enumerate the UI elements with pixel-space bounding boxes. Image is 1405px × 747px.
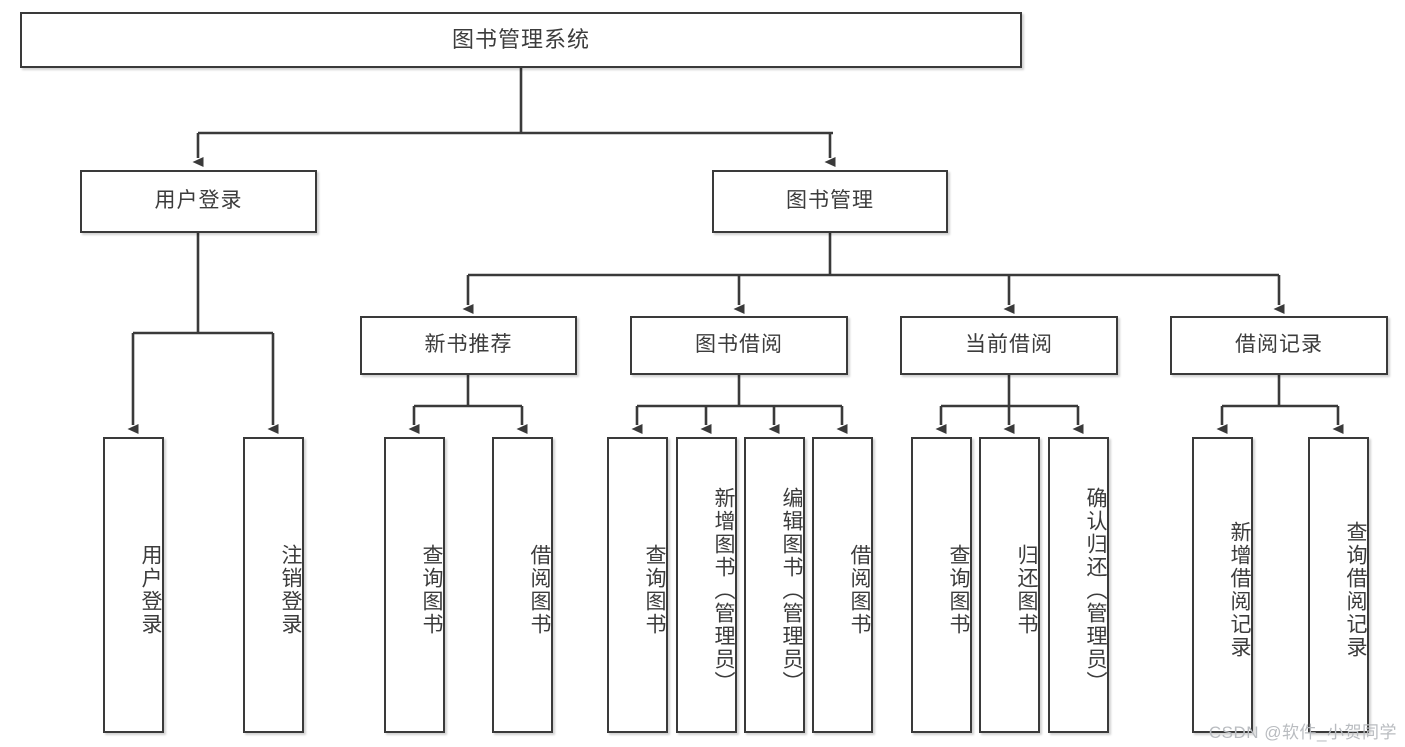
node-borrow-record-label: 借阅记录 bbox=[1235, 333, 1323, 357]
node-user-login[interactable]: 用户登录 bbox=[80, 170, 317, 233]
leaf-bb-borrow-book[interactable]: 借阅图书 bbox=[812, 437, 873, 733]
leaf-bb-add-book-label: 新增图书（管理员） bbox=[712, 486, 735, 694]
csdn-watermark: CSDN @软件_小贺同学 bbox=[1208, 723, 1397, 742]
node-current-borrow[interactable]: 当前借阅 bbox=[900, 316, 1118, 375]
leaf-cb-query-book[interactable]: 查询图书 bbox=[911, 437, 972, 733]
leaf-bb-query-book[interactable]: 查询图书 bbox=[607, 437, 668, 733]
leaf-br-add-record[interactable]: 新增借阅记录 bbox=[1192, 437, 1253, 733]
leaf-bb-query-book-label: 查询图书 bbox=[643, 544, 666, 636]
node-new-book-recommend[interactable]: 新书推荐 bbox=[360, 316, 577, 375]
leaf-cb-confirm-return[interactable]: 确认归还（管理员） bbox=[1048, 437, 1109, 733]
node-book-borrow-label: 图书借阅 bbox=[695, 333, 783, 357]
leaf-user-login[interactable]: 用户登录 bbox=[103, 437, 164, 733]
leaf-br-query-record[interactable]: 查询借阅记录 bbox=[1308, 437, 1369, 733]
leaf-logout-label: 注销登录 bbox=[279, 544, 302, 636]
node-user-login-label: 用户登录 bbox=[154, 189, 243, 213]
node-new-book-recommend-label: 新书推荐 bbox=[424, 333, 513, 357]
node-book-manage[interactable]: 图书管理 bbox=[712, 170, 948, 233]
node-root-label: 图书管理系统 bbox=[451, 27, 590, 53]
leaf-user-login-label: 用户登录 bbox=[139, 544, 162, 636]
leaf-cb-return-book[interactable]: 归还图书 bbox=[979, 437, 1040, 733]
leaf-bb-edit-book-label: 编辑图书（管理员） bbox=[780, 486, 803, 694]
leaf-nb-borrow-book-label: 借阅图书 bbox=[528, 544, 551, 636]
node-borrow-record[interactable]: 借阅记录 bbox=[1170, 316, 1388, 375]
leaf-logout[interactable]: 注销登录 bbox=[243, 437, 304, 733]
leaf-cb-confirm-return-label: 确认归还（管理员） bbox=[1084, 486, 1107, 694]
leaf-nb-borrow-book[interactable]: 借阅图书 bbox=[492, 437, 553, 733]
leaf-bb-edit-book[interactable]: 编辑图书（管理员） bbox=[744, 437, 805, 733]
leaf-bb-add-book[interactable]: 新增图书（管理员） bbox=[676, 437, 737, 733]
leaf-br-query-record-label: 查询借阅记录 bbox=[1344, 521, 1367, 659]
node-book-manage-label: 图书管理 bbox=[786, 189, 874, 213]
node-root[interactable]: 图书管理系统 bbox=[20, 12, 1022, 68]
leaf-br-add-record-label: 新增借阅记录 bbox=[1228, 521, 1251, 659]
node-current-borrow-label: 当前借阅 bbox=[965, 333, 1053, 357]
leaf-cb-return-book-label: 归还图书 bbox=[1015, 544, 1038, 636]
node-book-borrow[interactable]: 图书借阅 bbox=[630, 316, 848, 375]
leaf-cb-query-book-label: 查询图书 bbox=[947, 544, 970, 636]
leaf-nb-query-book-label: 查询图书 bbox=[420, 544, 443, 636]
leaf-nb-query-book[interactable]: 查询图书 bbox=[384, 437, 445, 733]
leaf-bb-borrow-book-label: 借阅图书 bbox=[848, 544, 871, 636]
